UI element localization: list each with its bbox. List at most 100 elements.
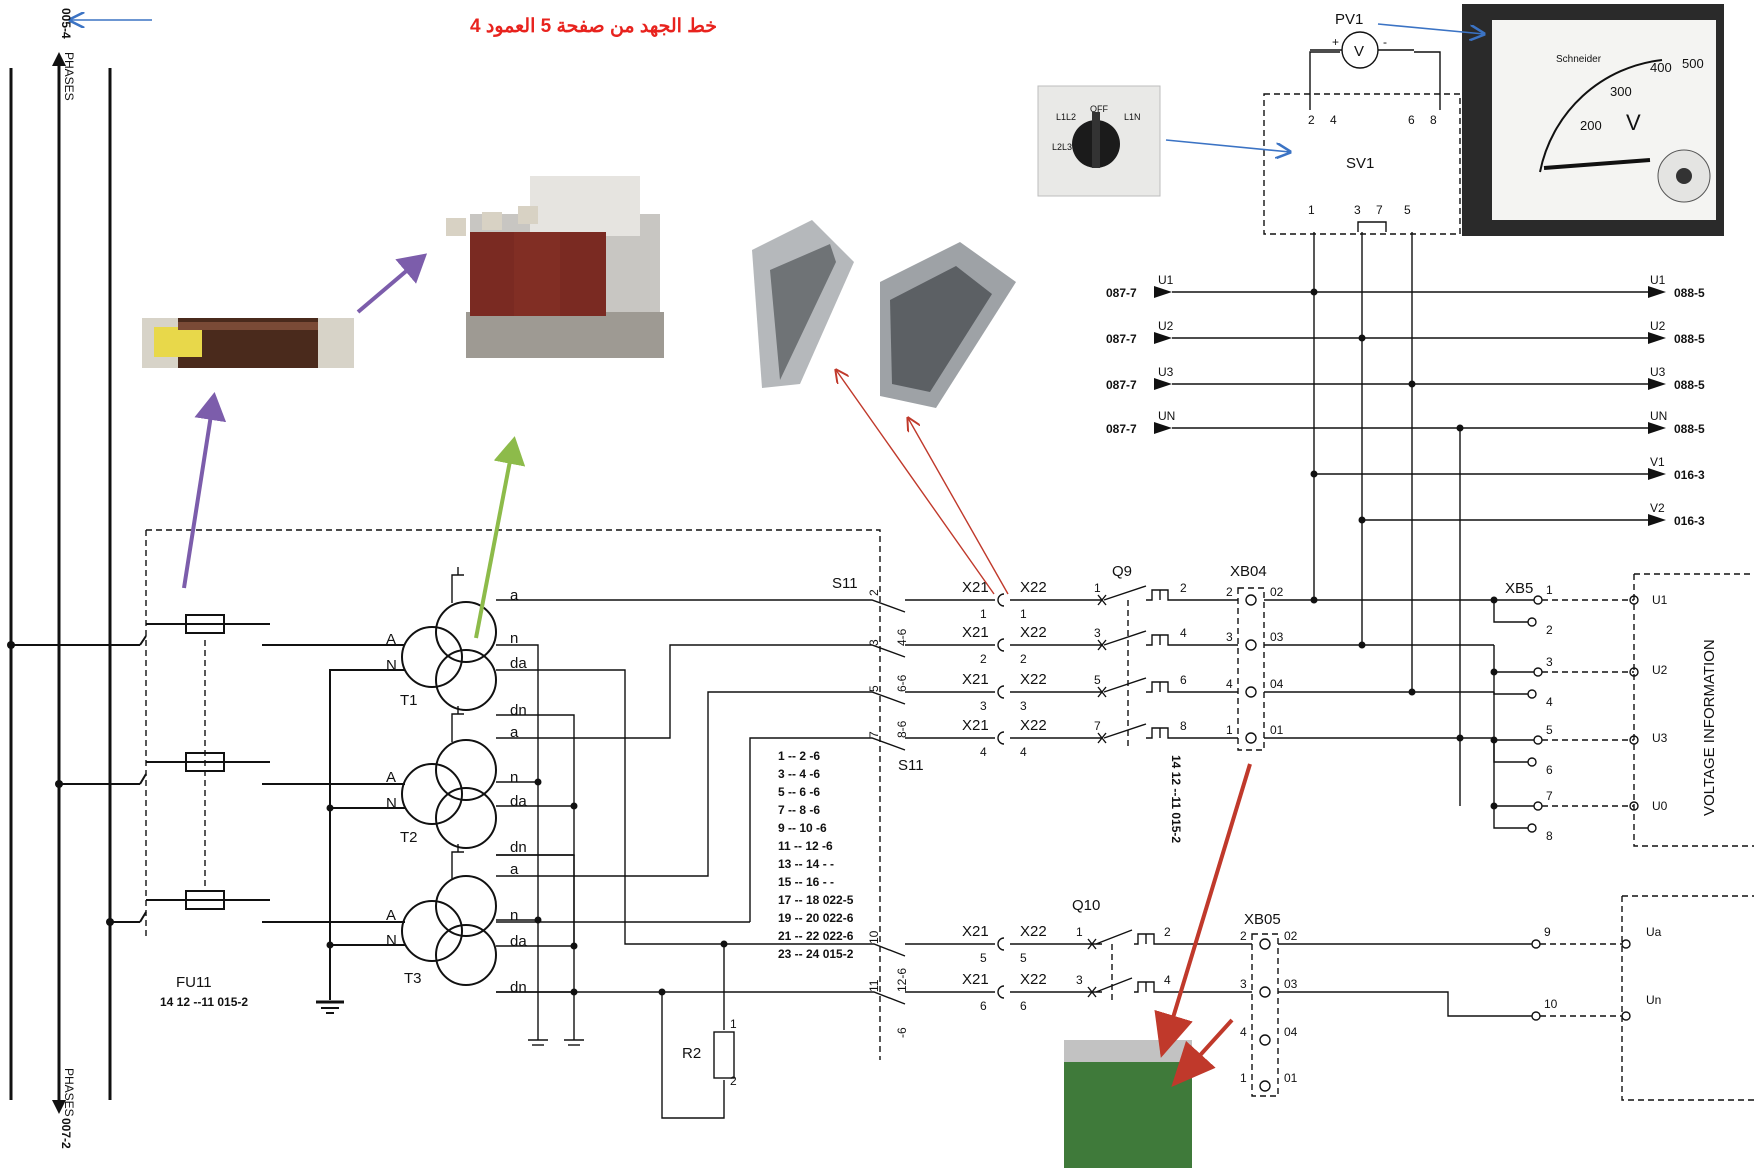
- signal-out-label: UN: [1650, 409, 1667, 423]
- voltage-info-title: VOLTAGE INFORMATION: [1701, 639, 1718, 816]
- signal-out-ref: 016-3: [1674, 468, 1705, 482]
- connector-contact: [997, 593, 1005, 607]
- breaker-ref: 14 12 --11 015-2: [1169, 755, 1183, 843]
- winding-a: a: [510, 724, 519, 741]
- signal-arrow: [1154, 332, 1172, 344]
- connector-x22-label: X22: [1020, 923, 1047, 940]
- winding-dn: dn: [510, 839, 527, 856]
- connector-pin: 6: [1020, 999, 1027, 1013]
- terminal-pin: 7: [1546, 789, 1553, 803]
- switch-pin: 5: [867, 685, 881, 692]
- junction-dot: [1358, 516, 1366, 524]
- connector-x22-label: X22: [1020, 579, 1047, 596]
- terminal-pin: 2: [1240, 929, 1247, 943]
- terminal-point: [1531, 939, 1541, 949]
- svg-text:U1: U1: [1652, 593, 1668, 607]
- winding-a: a: [510, 587, 519, 604]
- signal-arrow: [1648, 378, 1666, 390]
- breaker-pin: 3: [1094, 626, 1101, 640]
- terminal-pin: 03: [1284, 977, 1298, 991]
- terminal-pin: 2: [1226, 585, 1233, 599]
- terminal-pin: 03: [1270, 630, 1284, 644]
- terminal-point: [1533, 735, 1543, 745]
- connector-pin: 6: [980, 999, 987, 1013]
- primary-terminal-n: N: [386, 657, 397, 674]
- connector-contact: [997, 985, 1005, 999]
- connector-x21-label: X21: [962, 579, 989, 596]
- breaker-contact: [1087, 977, 1252, 998]
- transformer-label: T3: [404, 970, 422, 987]
- signal-out-label: U3: [1650, 365, 1666, 379]
- junction-dot: [1358, 334, 1366, 342]
- selector-name: SV1: [1346, 155, 1374, 172]
- svg-text:15 -- 16 - -: 15 -- 16 - -: [778, 875, 834, 889]
- switch-s11: S11 S11 1 -- 2 -6 3 -- 4 -6 5 -- 6 -6 7 …: [778, 575, 924, 1038]
- breaker-pin: 3: [1076, 973, 1083, 987]
- switch-pin: 4-6: [895, 628, 909, 646]
- terminal-pin: 02: [1284, 929, 1298, 943]
- winding-dn: dn: [510, 702, 527, 719]
- svg-text:L1N: L1N: [1124, 112, 1141, 122]
- voltage-information-box: VOLTAGE INFORMATION U1 U2 U3 U0 Ua Un: [1621, 573, 1754, 1101]
- svg-text:7 -- 8 -6: 7 -- 8 -6: [778, 803, 820, 817]
- signal-arrow: [1648, 422, 1666, 434]
- winding-n: n: [510, 769, 518, 786]
- connector-pin: 5: [1020, 951, 1027, 965]
- selector-photo: L1L2 OFF L1N L2L3: [1037, 85, 1161, 197]
- terminal-pin: 3: [1240, 977, 1247, 991]
- breaker-pin: 1: [1094, 581, 1101, 595]
- winding-a: a: [510, 861, 519, 878]
- svg-text:17 -- 18 022-5: 17 -- 18 022-5: [778, 893, 854, 907]
- signal-in-label: U3: [1158, 365, 1174, 379]
- switch-pin: 3: [867, 639, 881, 646]
- svg-text:U3: U3: [1652, 731, 1668, 745]
- junction-dot: [1310, 470, 1318, 478]
- junction-dot: [1456, 734, 1464, 742]
- signal-out-ref: 088-5: [1674, 286, 1705, 300]
- signal-in-ref: 087-7: [1106, 378, 1137, 392]
- terminal-point: [1527, 823, 1537, 833]
- breaker-contact: [1097, 630, 1238, 651]
- svg-text:13 -- 14 - -: 13 -- 14 - -: [778, 857, 834, 871]
- output-wire: [1493, 645, 1534, 673]
- terminal-point: [1533, 667, 1543, 677]
- breaker-contact: [1087, 929, 1252, 950]
- fuse-ref: 14 12 --11 015-2: [160, 995, 248, 1009]
- voltmeter-symbol: V: [1354, 43, 1364, 60]
- output-wire: [1493, 740, 1528, 763]
- fuse-element: [139, 614, 405, 646]
- terminal-pin: 8: [1546, 829, 1553, 843]
- connector-x22-label: X22: [1020, 624, 1047, 641]
- switch-label: S11: [898, 757, 924, 774]
- svg-text:5: 5: [1404, 203, 1411, 217]
- junction-dot: [1310, 596, 1318, 604]
- fuse-element: [139, 752, 405, 785]
- terminal-point: [1245, 732, 1257, 744]
- svg-text:1: 1: [1308, 203, 1315, 217]
- terminal-point: [1531, 1011, 1541, 1021]
- svg-text:6: 6: [1408, 113, 1415, 127]
- signal-out-ref: 088-5: [1674, 422, 1705, 436]
- switch-pin: 11: [867, 979, 881, 992]
- terminal-pin: 02: [1270, 585, 1284, 599]
- aux-terminal: [1621, 939, 1631, 949]
- switch-pin: -6: [895, 1027, 909, 1038]
- voltmeter-pv1-symbol: PV1 V + -: [1310, 11, 1414, 69]
- terminal-pin: 04: [1270, 677, 1284, 691]
- fuse-section: FU11 14 12 --11 015-2: [139, 529, 881, 1060]
- fuse-name: FU11: [176, 974, 212, 991]
- connector-pin: 4: [1020, 745, 1027, 759]
- terminal-module-photo: [1064, 1040, 1192, 1168]
- breaker-pin: 6: [1180, 673, 1187, 687]
- voltmeter-plus: +: [1332, 35, 1339, 49]
- signal-in-label: U2: [1158, 319, 1174, 333]
- svg-text:3 -- 4 -6: 3 -- 4 -6: [778, 767, 820, 781]
- svg-text:5 -- 6 -6: 5 -- 6 -6: [778, 785, 820, 799]
- svg-text:OFF: OFF: [1090, 104, 1108, 114]
- connector-pin: 2: [980, 652, 987, 666]
- svg-text:1 -- 2 -6: 1 -- 2 -6: [778, 749, 820, 763]
- fuse-photo: [142, 318, 354, 368]
- terminal-point: [1259, 1080, 1271, 1092]
